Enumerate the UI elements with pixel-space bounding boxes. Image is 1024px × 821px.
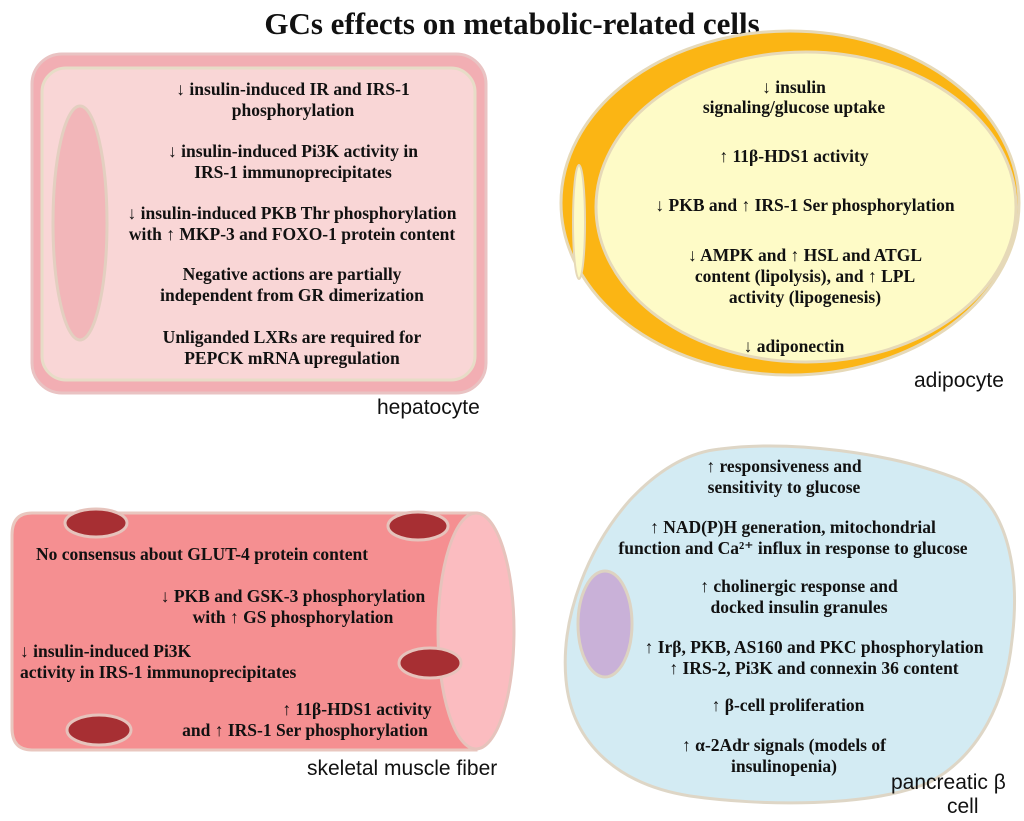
muscle-effect-line: ↑ 11β-HDS1 activity [282, 699, 432, 719]
hepatocyte-effect-line: phosphorylation [231, 100, 355, 120]
adipocyte-lipid-droplet [594, 50, 1018, 364]
muscle-effect-line: ↓ PKB and GSK-3 phosphorylation [160, 586, 426, 606]
beta-effect-line: sensitivity to glucose [707, 477, 861, 497]
hepatocyte-effect-line: Unliganded LXRs are required for [162, 327, 422, 347]
muscle-nucleus [397, 646, 463, 680]
hepatocyte-effect-line: with ↑ MKP-3 and FOXO-1 protein content [128, 224, 456, 244]
beta-cell-label-line1: pancreatic β [891, 771, 1006, 794]
adipocyte-cell [559, 29, 1021, 377]
beta-effect-line: ↑ Irβ, PKB, AS160 and PKC phosphorylatio… [644, 637, 984, 657]
adipocyte-label: adipocyte [914, 369, 1004, 392]
beta-cell [563, 444, 1016, 805]
beta-effect-line: insulinopenia) [730, 756, 838, 776]
adipocyte-effect-line: ↓ insulin [762, 77, 826, 97]
muscle-fiber [10, 507, 516, 752]
muscle-effect-line: ↓ insulin-induced Pi3K [20, 641, 192, 661]
hepatocyte-effect-line: ↓ insulin-induced PKB Thr phosphorylatio… [127, 203, 457, 223]
hepatocyte-effect-line: PEPCK mRNA upregulation [184, 348, 400, 368]
beta-effect-line: ↑ α-2Adr signals (models of [682, 735, 886, 755]
beta-effect-line: ↑ IRS-2, Pi3K and connexin 36 content [669, 658, 959, 678]
muscle-effect-line: and ↑ IRS-1 Ser phosphorylation [182, 720, 428, 740]
beta-cell-membrane [563, 444, 1016, 805]
muscle-nucleus [63, 507, 129, 539]
beta-effect-line: docked insulin granules [710, 597, 888, 617]
adipocyte-nucleus [572, 164, 586, 280]
diagram-title: GCs effects on metabolic-related cells [264, 6, 760, 41]
adipocyte-effect-line: ↓ adiponectin [743, 336, 845, 356]
hepatocyte-cell [30, 52, 488, 395]
adipocyte-effect-line: activity (lipogenesis) [728, 287, 882, 307]
muscle-effect-line: No consensus about GLUT-4 protein conten… [36, 544, 369, 564]
muscle-effect-line: activity in IRS-1 immunoprecipitates [20, 662, 297, 682]
adipocyte-effect-line: ↑ 11β-HDS1 activity [719, 146, 869, 166]
muscle-nucleus [65, 713, 133, 747]
hepatocyte-effect-line: IRS-1 immunoprecipitates [194, 162, 392, 182]
hepatocyte-effect-line: ↓ insulin-induced IR and IRS-1 [176, 79, 410, 99]
muscle-effect-line: with ↑ GS phosphorylation [192, 607, 394, 627]
hepatocyte-effect-line: independent from GR dimerization [160, 285, 424, 305]
muscle-label: skeletal muscle fiber [307, 757, 498, 780]
hepatocyte-cytoplasm [40, 66, 477, 382]
beta-effect-line: ↑ β-cell proliferation [711, 695, 865, 715]
hepatocyte-effect-line: Negative actions are partially [182, 264, 402, 284]
adipocyte-effect-line: signaling/glucose uptake [702, 97, 886, 117]
muscle-nucleus [386, 510, 450, 542]
beta-effect-line: ↑ NAD(P)H generation, mitochondrial [650, 517, 936, 537]
beta-effect-line: function and Ca²⁺ influx in response to … [618, 538, 968, 558]
muscle-fiber-body [10, 511, 478, 752]
hepatocyte-label: hepatocyte [377, 396, 480, 419]
beta-effect-line: ↑ responsiveness and [706, 456, 862, 476]
muscle-fiber-end [436, 511, 516, 751]
hepatocyte-nucleus [51, 104, 109, 342]
hepatocyte-effect-line: ↓ insulin-induced Pi3K activity in [168, 141, 418, 161]
beta-cell-nucleus [576, 569, 634, 679]
adipocyte-effect-line: ↓ AMPK and ↑ HSL and ATGL [687, 245, 923, 265]
adipocyte-effect-line: ↓ PKB and ↑ IRS-1 Ser phosphorylation [655, 195, 955, 215]
beta-cell-label-line2: cell [947, 795, 979, 818]
beta-effect-line: ↑ cholinergic response and [700, 576, 898, 596]
adipocyte-effect-line: content (lipolysis), and ↑ LPL [694, 266, 916, 286]
